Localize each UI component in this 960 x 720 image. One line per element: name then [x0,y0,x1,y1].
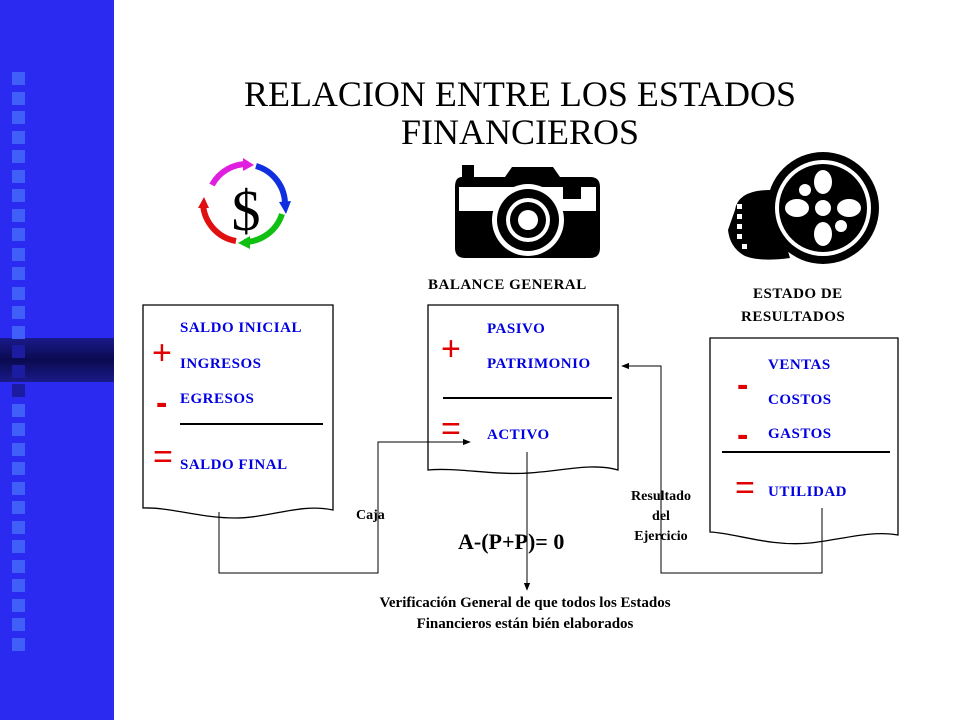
balance-equation: A-(P+P)= 0 [458,529,565,554]
dollar-symbol: $ [232,178,261,243]
pasivo-label: PASIVO [487,321,546,337]
sidebar-square [12,540,25,553]
sidebar-square [12,189,25,202]
resultado-label-line2: del [652,509,670,524]
sidebar-square [12,306,25,319]
sidebar-square [12,208,25,222]
sidebar-square [12,91,25,105]
sidebar-square [12,345,25,358]
balance-heading: BALANCE GENERAL [428,277,587,293]
caja-connector-arrow [218,438,471,574]
activo-label: ACTIVO [487,427,550,443]
sidebar-square [12,228,25,241]
sidebar-square [12,520,25,534]
film-reel-icon [728,152,879,264]
plus-operator: + [441,330,461,368]
caja-label: Caja [356,508,385,523]
page-title-line1: RELACION ENTRE LOS ESTADOS [243,74,797,114]
sidebar-square [12,598,25,612]
sidebar-square [12,579,25,592]
sidebar-square [12,286,25,300]
sidebar-square [12,247,25,261]
sidebar-square [12,481,25,495]
sidebar-square [12,325,25,339]
ingresos-label: INGRESOS [180,356,262,372]
sidebar-band [0,0,114,720]
verification-line2: Financieros están bién elaborados [416,616,634,632]
equals-operator: = [153,438,173,476]
saldo-final-label: SALDO FINAL [180,457,288,473]
sidebar-square [12,462,25,475]
sidebar-square [12,618,25,631]
equals-operator: = [441,410,461,448]
results-heading-line1: ESTADO DE [753,286,843,302]
sidebar-square [12,150,25,163]
minus-operator: - [156,384,168,422]
sidebar-square [12,364,25,378]
sidebar-square [12,111,25,124]
ventas-label: VENTAS [768,357,831,373]
minus-operator: - [737,366,749,404]
resultado-label-line3: Ejercicio [634,529,688,544]
sidebar-square [12,442,25,456]
flow-statement-box [142,304,334,519]
egresos-label: EGRESOS [180,391,255,407]
sidebar-square [12,267,25,280]
costos-label: COSTOS [768,392,832,408]
gastos-label: GASTOS [768,426,832,442]
sidebar-square [12,637,25,651]
utilidad-label: UTILIDAD [768,484,848,500]
sidebar-square [12,501,25,514]
dollar-cycle-icon: $ [198,158,291,249]
minus-operator: - [737,416,749,454]
verification-line1: Verificación General de que todos los Es… [379,595,671,611]
plus-operator: + [152,334,172,372]
results-heading-line2: RESULTADOS [741,309,846,325]
sidebar-square [12,559,25,573]
sidebar-square [12,169,25,183]
sidebar-square [12,423,25,436]
camera-icon [455,165,600,258]
page-title-line2: FINANCIEROS [400,112,640,152]
patrimonio-label: PATRIMONIO [487,356,591,372]
saldo-inicial-label: SALDO INICIAL [180,320,302,336]
sidebar-square [12,384,25,397]
sidebar-square [12,130,25,144]
resultado-connector-arrow [621,362,823,574]
balance-box [427,304,619,475]
resultado-label-line1: Resultado [631,489,691,504]
equals-operator: = [735,469,755,507]
sidebar-square [12,403,25,417]
results-box [709,337,899,545]
sidebar-square [12,72,25,85]
